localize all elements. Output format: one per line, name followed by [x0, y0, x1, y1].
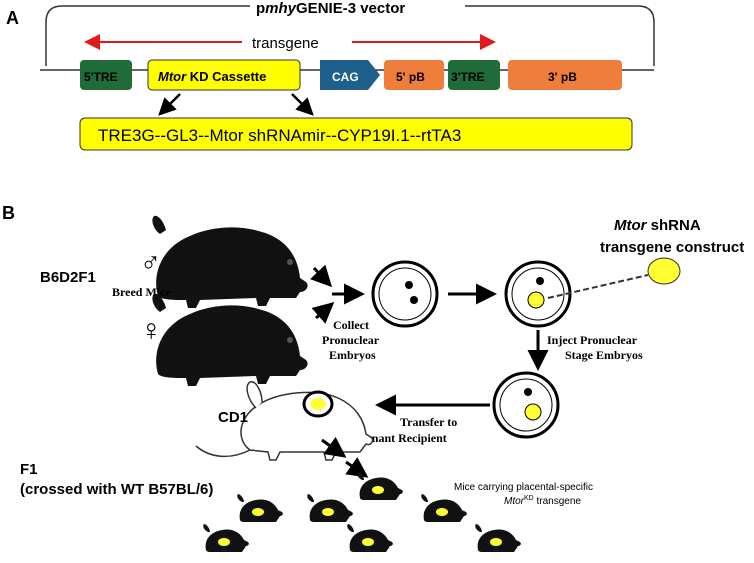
element-3tre: [448, 60, 500, 90]
collect-label-3: Embryos: [329, 348, 376, 362]
element-kd-cassette-label: Mtor KD Cassette: [158, 69, 266, 84]
offspring-note-2: MtorKD transgene: [504, 495, 581, 507]
recipient-strain: CD1: [218, 409, 248, 426]
male-mouse: [152, 215, 308, 308]
embryo-collected: [371, 260, 439, 328]
element-5tre: [80, 60, 132, 90]
injected-transgene: [527, 291, 545, 309]
female-mouse: [152, 293, 308, 386]
male-symbol: ♂: [140, 247, 161, 278]
transgene-label: transgene: [252, 35, 319, 52]
offspring-mouse-4: [421, 494, 467, 522]
breed-label: Breed Mice: [112, 285, 171, 299]
expand-arrow-left: [158, 93, 181, 116]
male-arrow: [310, 264, 333, 288]
cassette-detail-box: [79, 117, 633, 151]
element-5pb-label: 5' pB: [396, 70, 425, 84]
f1-cross: (crossed with WT B57BL/6): [20, 481, 213, 498]
offspring-mouse-2: [237, 494, 283, 522]
f1-label: F1: [20, 461, 38, 478]
inject-label-1: Inject Pronuclear: [547, 333, 638, 347]
transgene-construct-droplet: [647, 257, 681, 285]
panel-b-label: B: [2, 203, 15, 223]
element-3pb: [508, 60, 622, 90]
element-cag-label: CAG: [332, 70, 359, 84]
construct-label-2: transgene construct: [600, 239, 744, 256]
element-5pb: [384, 60, 444, 90]
female-symbol: ♀: [140, 314, 163, 347]
offspring-note-1: Mice carrying placental-specific: [454, 482, 593, 493]
offspring-arrow-1: [321, 436, 347, 458]
element-3pb-label: 3' pB: [548, 70, 577, 84]
collect-label-2: Pronuclear: [322, 333, 380, 347]
vector-title: pmhyGENIE-3 vector: [256, 0, 405, 17]
pronucleus-1: [405, 281, 413, 289]
cassette-detail-text: TRE3G--GL3--Mtor shRNAmir--CYP19I.1--rtT…: [98, 126, 461, 145]
collect-label-1: Collect: [333, 318, 369, 332]
female-arrow: [311, 302, 335, 324]
panel-a-label: A: [6, 8, 19, 28]
offspring-mouse-7: [475, 524, 521, 552]
pronucleus-2: [410, 296, 418, 304]
element-kd-cassette: [147, 59, 301, 91]
element-cag: [320, 60, 380, 90]
inject-label-2: Stage Embryos: [565, 348, 643, 362]
offspring-arrow-2: [345, 457, 369, 478]
construct-label-1: Mtor shRNA: [614, 217, 701, 234]
injection-needle: [547, 274, 649, 299]
strain-parent: B6D2F1: [40, 269, 96, 286]
offspring-mouse-3: [307, 494, 353, 522]
transfer-label-1: Transfer to: [400, 415, 457, 429]
element-3tre-label: 3'TRE: [451, 70, 485, 84]
expand-arrow-right: [291, 93, 314, 116]
offspring-mouse-6: [347, 524, 393, 552]
embryo-transfer: [492, 371, 560, 439]
element-5tre-label: 5'TRE: [84, 70, 118, 84]
offspring-mouse-5: [203, 524, 249, 552]
